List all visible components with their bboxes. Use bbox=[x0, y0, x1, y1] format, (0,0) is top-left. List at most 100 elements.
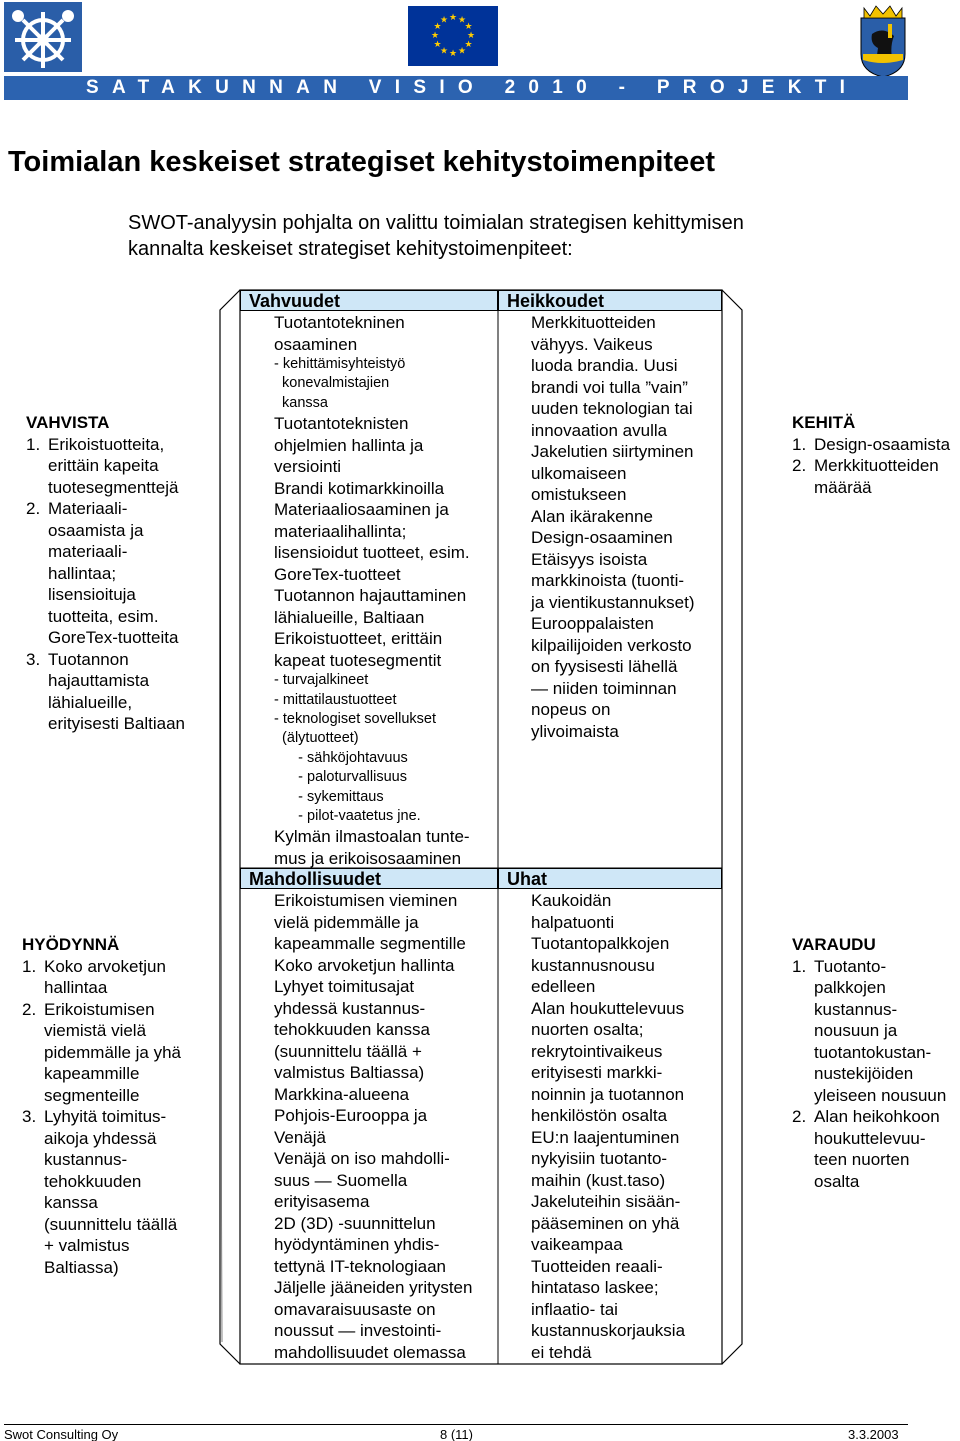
svg-text:★: ★ bbox=[433, 22, 441, 32]
svg-text:★: ★ bbox=[449, 49, 457, 59]
quadrant-line: GoreTex-tuotteet bbox=[274, 564, 401, 584]
item-line: kustannus- bbox=[44, 1150, 128, 1169]
weaknesses-heading: Heikkoudet bbox=[498, 290, 722, 311]
quadrant-line: Materiaaliosaaminen ja bbox=[274, 500, 449, 520]
quadrant-line: - turvajalkineet bbox=[274, 672, 369, 689]
item-number: 2. bbox=[792, 1107, 807, 1126]
quadrant-line: on fyysisesti lähellä bbox=[531, 657, 678, 676]
item-number: 3. bbox=[22, 1107, 37, 1126]
item-line: tuotesegmenttejä bbox=[48, 477, 179, 497]
item-line: viemistä vielä bbox=[44, 1021, 147, 1040]
quadrant-line: ei tehdä bbox=[531, 1342, 592, 1362]
strengthen-heading: VAHVISTA bbox=[26, 413, 110, 432]
quadrant-line: - mittatilaustuotteet bbox=[274, 691, 397, 708]
item-line: määrää bbox=[814, 477, 872, 497]
footer-company: Swot Consulting Oy bbox=[4, 1427, 119, 1441]
quadrant-line: markkinoista (tuonti- bbox=[531, 571, 685, 590]
item-line: tuotantokustan- bbox=[814, 1042, 932, 1062]
svg-text:★: ★ bbox=[440, 47, 448, 57]
quadrant-line: konevalmistajien bbox=[274, 375, 390, 392]
quadrant-line: Erikoistuotteet, erittäin bbox=[274, 629, 443, 649]
quadrant-line: Tuotannon hajauttaminen bbox=[274, 586, 467, 606]
quadrant-line: — niiden toiminnan bbox=[531, 678, 677, 698]
quadrant-line: brandi voi tulla ”vain” bbox=[531, 377, 688, 397]
strengthen-column: VAHVISTA 1.Erikoistuotteita,erittäin kap… bbox=[26, 412, 216, 735]
quadrant-line: Merkkituotteiden bbox=[531, 313, 656, 332]
svg-text:★: ★ bbox=[458, 47, 466, 57]
item-line: tehokkuuden bbox=[44, 1171, 142, 1191]
quadrant-line: vähyys. Vaikeus bbox=[531, 334, 653, 354]
quadrant-line: materiaalihallinta; bbox=[274, 521, 407, 541]
svg-text:★: ★ bbox=[449, 13, 457, 23]
item-line: pidemmälle ja yhä bbox=[44, 1042, 182, 1062]
quadrant-line: erityisesti markki- bbox=[531, 1063, 663, 1082]
quadrant-line: Alan houkuttelevuus bbox=[531, 998, 685, 1018]
quadrant-line: (suunnittelu täällä + bbox=[274, 1041, 422, 1061]
quadrant-line: kilpailijoiden verkosto bbox=[531, 635, 692, 655]
quadrant-line: Koko arvoketjun hallinta bbox=[274, 955, 455, 975]
quadrant-line: halpatuonti bbox=[531, 912, 615, 932]
quadrant-line: rekrytointivaikeus bbox=[531, 1041, 663, 1061]
item-line: hajauttamista bbox=[48, 671, 150, 690]
item-number: 1. bbox=[792, 956, 807, 976]
quadrant-line: noinnin ja tuotannon bbox=[531, 1084, 685, 1104]
item-line: materiaali- bbox=[48, 542, 128, 561]
intro-text: SWOT-analyysin pohjalta on valittu toimi… bbox=[128, 210, 848, 262]
item-number: 2. bbox=[22, 999, 37, 1019]
item-line: Koko arvoketjun bbox=[44, 956, 166, 976]
svg-text:★: ★ bbox=[440, 16, 448, 26]
quadrant-line: hintataso laskee; bbox=[531, 1278, 659, 1297]
list-item: 1.Design-osaamista bbox=[792, 434, 960, 456]
quadrant-line: lisensioidut tuotteet, esim. bbox=[274, 543, 470, 563]
quadrant-line: inflaatio- tai bbox=[531, 1299, 618, 1319]
quadrant-line: nopeus on bbox=[531, 700, 611, 719]
strengths-heading: Vahvuudet bbox=[240, 290, 498, 311]
svg-text:★: ★ bbox=[458, 16, 466, 26]
quadrant-line: maihin (kust.taso) bbox=[531, 1170, 666, 1190]
item-line: houkuttelevuu- bbox=[814, 1128, 926, 1148]
quadrant-line: - teknologiset sovellukset bbox=[274, 711, 436, 728]
quadrant-line: ohjelmien hallinta ja bbox=[274, 435, 424, 455]
quadrant-line: Eurooppalaisten bbox=[531, 614, 654, 633]
item-number: 2. bbox=[792, 456, 807, 475]
prepare-heading: VARAUDU bbox=[792, 935, 876, 954]
quadrant-line: mus ja erikoisosaaminen bbox=[274, 848, 462, 868]
item-line: palkkojen bbox=[814, 978, 886, 997]
quadrant-line: innovaation avulla bbox=[531, 420, 668, 440]
svg-text:★: ★ bbox=[467, 31, 475, 41]
coat-of-arms-logo bbox=[858, 4, 908, 78]
item-line: nustekijöiden bbox=[814, 1064, 914, 1083]
intro-line: kannalta keskeiset strategiset kehitysto… bbox=[128, 238, 573, 260]
item-line: kapeammille bbox=[44, 1064, 140, 1083]
quadrant-line: kapeammalle segmentille bbox=[274, 934, 466, 953]
page-title: Toimialan keskeiset strategiset kehityst… bbox=[8, 146, 716, 178]
quadrant-line: Pohjois-Eurooppa ja bbox=[274, 1106, 428, 1125]
item-line: Baltiassa) bbox=[44, 1257, 119, 1277]
item-line: lisensioituja bbox=[48, 585, 136, 604]
item-line: Materiaali- bbox=[48, 499, 128, 518]
quadrant-line: Venäjä on iso mahdolli- bbox=[274, 1149, 450, 1168]
item-line: erityisesti Baltiaan bbox=[48, 714, 186, 733]
footer-page-number: 8 (11) bbox=[440, 1427, 473, 1441]
item-line: hallintaa; bbox=[48, 563, 117, 583]
quadrant-line: kanssa bbox=[274, 394, 328, 411]
eu-flag-logo: ★★★ ★★★ ★★★ ★★★ bbox=[408, 6, 498, 66]
quadrant-line: Markkina-alueena bbox=[274, 1084, 410, 1104]
item-line: erittäin kapeita bbox=[48, 456, 159, 475]
quadrant-line: vielä pidemmälle ja bbox=[274, 912, 419, 932]
item-line: Lyhyitä toimitus- bbox=[44, 1107, 167, 1126]
page-footer: Swot Consulting Oy 8 (11) 3.3.2003 bbox=[4, 1424, 908, 1441]
quadrant-line: Tuotteiden reaali- bbox=[531, 1256, 663, 1276]
quadrant-line: hyödyntäminen yhdis- bbox=[274, 1235, 440, 1254]
